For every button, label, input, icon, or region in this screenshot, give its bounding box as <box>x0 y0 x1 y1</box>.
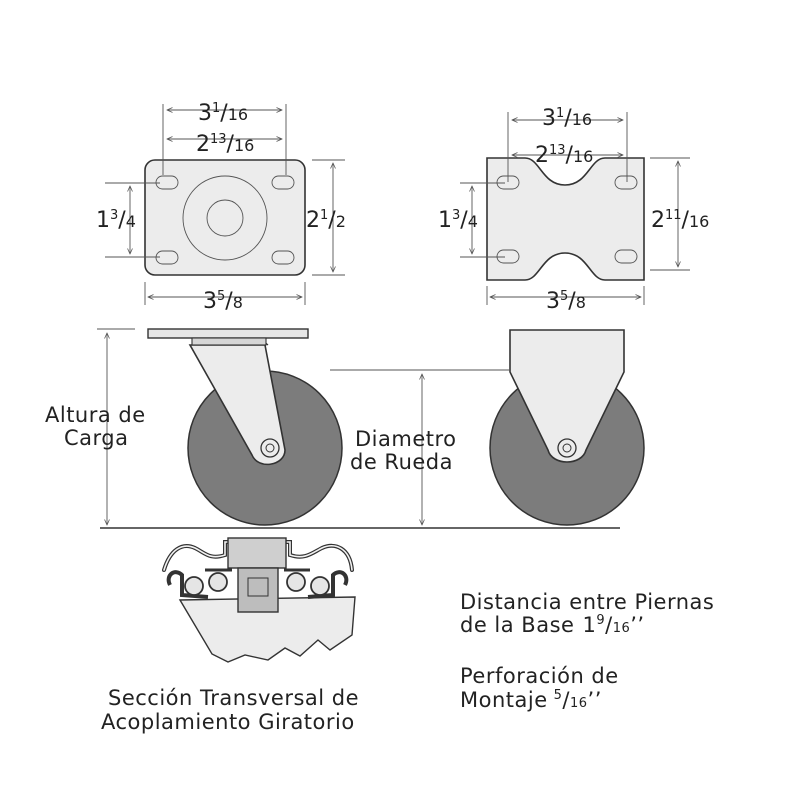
dim-swivel-outer-width: 31/16 <box>198 101 248 126</box>
swivel-plate-top-view <box>144 159 306 276</box>
leg-distance-note: Distancia entre Piernas <box>460 590 714 614</box>
load-height-label-2: Carga <box>64 426 129 450</box>
dim-swivel-right-height: 21/2 <box>306 208 346 233</box>
dim-swivel-bottom-width: 35/8 <box>203 289 243 314</box>
axle-icon <box>557 438 577 458</box>
load-height-label: Altura de <box>45 403 146 427</box>
axle-icon <box>260 438 280 458</box>
mount-hole-note: Perforación de <box>460 664 619 688</box>
dim-rigid-inner-width: 213/16 <box>535 143 593 168</box>
height-dimension-lines <box>97 328 620 529</box>
dim-swivel-inner-width: 213/16 <box>196 132 254 157</box>
dim-rigid-bottom-width: 35/8 <box>546 289 586 314</box>
swivel-caster-side-view <box>147 328 343 526</box>
rigid-caster-side-view <box>489 329 645 526</box>
bearing-ball-icon <box>184 576 204 596</box>
mount-hole <box>271 175 295 190</box>
bearing-ball-icon <box>286 572 306 592</box>
dim-swivel-left-height: 13/4 <box>96 208 136 233</box>
dim-rigid-right-height: 211/16 <box>651 208 709 233</box>
rigid-dimension-lines <box>460 112 690 305</box>
cross-section-caption: Sección Transversal de <box>108 686 359 710</box>
mount-hole <box>155 175 179 190</box>
mount-hole <box>155 250 179 265</box>
dim-rigid-left-height: 13/4 <box>438 208 478 233</box>
mount-hole <box>614 175 638 190</box>
swivel-top-plate <box>147 328 309 339</box>
rigid-plate-top-view <box>486 157 645 281</box>
swivel-dimension-lines <box>105 104 345 305</box>
mount-hole <box>614 249 638 264</box>
dim-rigid-outer-width: 31/16 <box>542 106 592 131</box>
bearing-ball-icon <box>310 576 330 596</box>
bearing-ball-icon <box>208 572 228 592</box>
wheel-diameter-label-2: de Rueda <box>350 450 453 474</box>
swivel-cross-section <box>162 537 356 663</box>
mount-hole <box>496 249 520 264</box>
mount-hole <box>271 250 295 265</box>
wheel-diameter-label: Diametro <box>355 427 457 451</box>
cross-section-caption-2: Acoplamiento Giratorio <box>101 710 355 734</box>
